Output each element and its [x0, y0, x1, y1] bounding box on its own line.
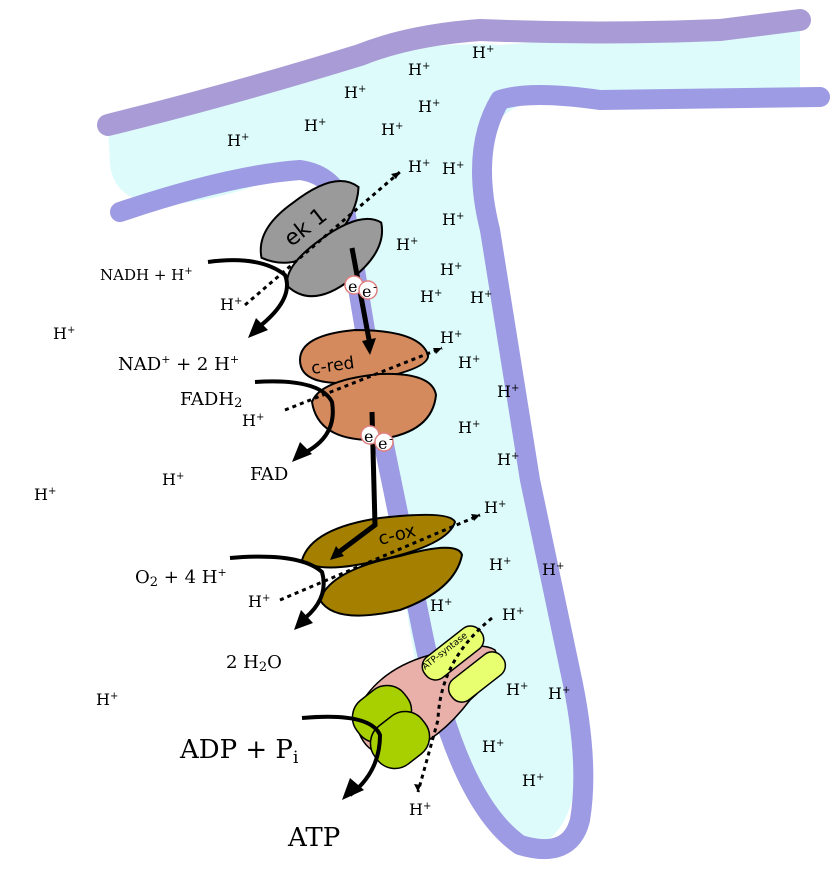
proton-label: H+: [418, 97, 440, 116]
proton-pathways: [244, 170, 493, 793]
proton-label: H+: [430, 596, 452, 615]
nad-label: NAD+ + 2 H+: [118, 353, 239, 375]
proton-label: H+: [242, 411, 264, 430]
proton-label: H+: [34, 485, 56, 504]
proton-arrowheads: [391, 172, 480, 792]
proton-label: H+: [409, 800, 431, 819]
proton-label: H+: [227, 131, 249, 150]
nadh-label: NADH + H+: [100, 266, 193, 284]
proton-label: H+: [458, 353, 480, 372]
proton-label: H+: [506, 680, 528, 699]
proton-label: H+: [220, 295, 242, 314]
electron-badge-2: e e -: [360, 425, 394, 453]
proton-label: H+: [408, 157, 430, 176]
fadh2-label: FADH2: [180, 389, 242, 411]
proton-label: H+: [497, 382, 519, 401]
reaction-arrowheads: [248, 318, 364, 800]
proton-label: H+: [442, 210, 464, 229]
proton-label: H+: [542, 560, 564, 579]
water-label: 2 H2O: [226, 652, 282, 675]
proton-label: H+: [53, 324, 75, 343]
intermembrane-space: [108, 20, 800, 845]
proton-label: H+: [96, 690, 118, 709]
proton-label: H+: [470, 288, 492, 307]
electron-charge: -: [373, 280, 377, 294]
proton-label: H+: [396, 235, 418, 254]
proton-label: H+: [458, 418, 480, 437]
reaction-labels: NADH + H+ NAD+ + 2 H+ FADH2 FAD O2 + 4 H…: [100, 266, 340, 853]
proton-label: H+: [484, 498, 506, 517]
proton-label: H+: [442, 159, 464, 178]
proton-label: H+: [162, 470, 184, 489]
electron-badge-1: e e -: [344, 275, 378, 301]
proton-label: H+: [408, 60, 430, 79]
proton-label: H+: [522, 771, 544, 790]
electron-arrowheads: [330, 338, 376, 560]
fad-label: FAD: [250, 464, 288, 485]
atp-synthase: ATP-syntase: [351, 625, 507, 770]
cytochrome-reductase: c-red: [298, 328, 438, 442]
proton-label: H+: [248, 592, 270, 611]
proton-label: H+: [472, 43, 494, 62]
proton-label: H+: [482, 737, 504, 756]
adp-label: ADP + Pi: [179, 735, 299, 768]
o2-label: O2 + 4 H+: [135, 566, 227, 590]
proton-label: H+: [440, 260, 462, 279]
reaction-arrows: [207, 258, 383, 797]
proton-label: H+: [489, 555, 511, 574]
inner-membrane: [110, 85, 830, 860]
proton-label: H+: [497, 450, 519, 469]
electron-symbol: e: [348, 277, 357, 296]
electron-symbol: e: [364, 427, 373, 446]
outer-membrane: [97, 9, 811, 136]
proton-label: H+: [502, 605, 524, 624]
electron-symbol: e: [378, 434, 387, 453]
proton-label: H+: [440, 328, 462, 347]
proton-label: H+: [344, 83, 366, 102]
proton-ions: H+ H+ H+ H+ H+ H+ H+ H+ H+ H+ H+ H+ H+ H+ H+ H+ H+ H+ H+ H+…: [34, 43, 570, 819]
proton-label: H+: [420, 287, 442, 306]
proton-label: H+: [381, 120, 403, 139]
electron-symbol: e: [362, 282, 371, 301]
electron-charge: -: [389, 432, 393, 446]
proton-label: H+: [548, 684, 570, 703]
atp-label: ATP: [287, 823, 340, 853]
proton-label: H+: [304, 116, 326, 135]
